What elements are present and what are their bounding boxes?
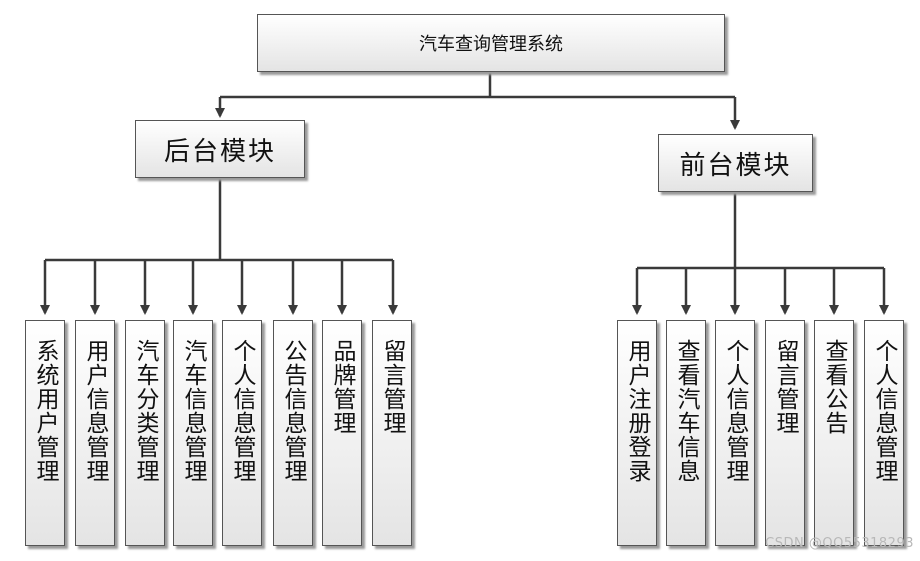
backend-leaf-node: 公告信息管理	[273, 320, 313, 546]
backend-leaf-label: 个人信息管理	[229, 339, 255, 483]
backend-leaf-label: 公告信息管理	[280, 339, 306, 483]
frontend-leaf-node: 查看汽车信息	[666, 320, 706, 546]
backend-leaf-node: 留言管理	[372, 320, 412, 546]
root-node-label: 汽车查询管理系统	[419, 34, 563, 55]
backend-leaf-label: 留言管理	[379, 339, 405, 435]
frontend-leaf-label: 个人信息管理	[722, 339, 748, 483]
backend-leaf-node: 个人信息管理	[222, 320, 262, 546]
frontend-leaf-label: 查看公告	[821, 339, 847, 435]
frontend-leaf-label: 查看汽车信息	[673, 339, 699, 483]
backend-leaf-label: 用户信息管理	[82, 339, 108, 483]
backend-leaf-node: 汽车分类管理	[125, 320, 165, 546]
backend-leaf-node: 用户信息管理	[75, 320, 115, 546]
frontend-leaf-node: 个人信息管理	[864, 320, 904, 546]
backend-leaf-label: 系统用户管理	[32, 339, 58, 483]
frontend-module-node: 前台模块	[658, 134, 813, 192]
frontend-leaf-node: 留言管理	[765, 320, 805, 546]
frontend-leaf-node: 查看公告	[814, 320, 854, 546]
frontend-leaf-label: 用户注册登录	[624, 339, 650, 483]
backend-module-label: 后台模块	[163, 136, 276, 167]
frontend-module-label: 前台模块	[679, 150, 792, 181]
frontend-leaf-label: 留言管理	[772, 339, 798, 435]
watermark: CSDN @QQ55318293	[765, 536, 914, 551]
frontend-leaf-node: 个人信息管理	[715, 320, 755, 546]
root-node: 汽车查询管理系统	[257, 14, 725, 72]
backend-leaf-node: 汽车信息管理	[173, 320, 213, 546]
backend-leaf-node: 品牌管理	[322, 320, 362, 546]
backend-module-node: 后台模块	[135, 120, 305, 178]
backend-leaf-label: 品牌管理	[329, 339, 355, 435]
backend-leaf-label: 汽车信息管理	[180, 339, 206, 483]
backend-leaf-node: 系统用户管理	[25, 320, 65, 546]
frontend-leaf-node: 用户注册登录	[617, 320, 657, 546]
frontend-leaf-label: 个人信息管理	[871, 339, 897, 483]
backend-leaf-label: 汽车分类管理	[132, 339, 158, 483]
